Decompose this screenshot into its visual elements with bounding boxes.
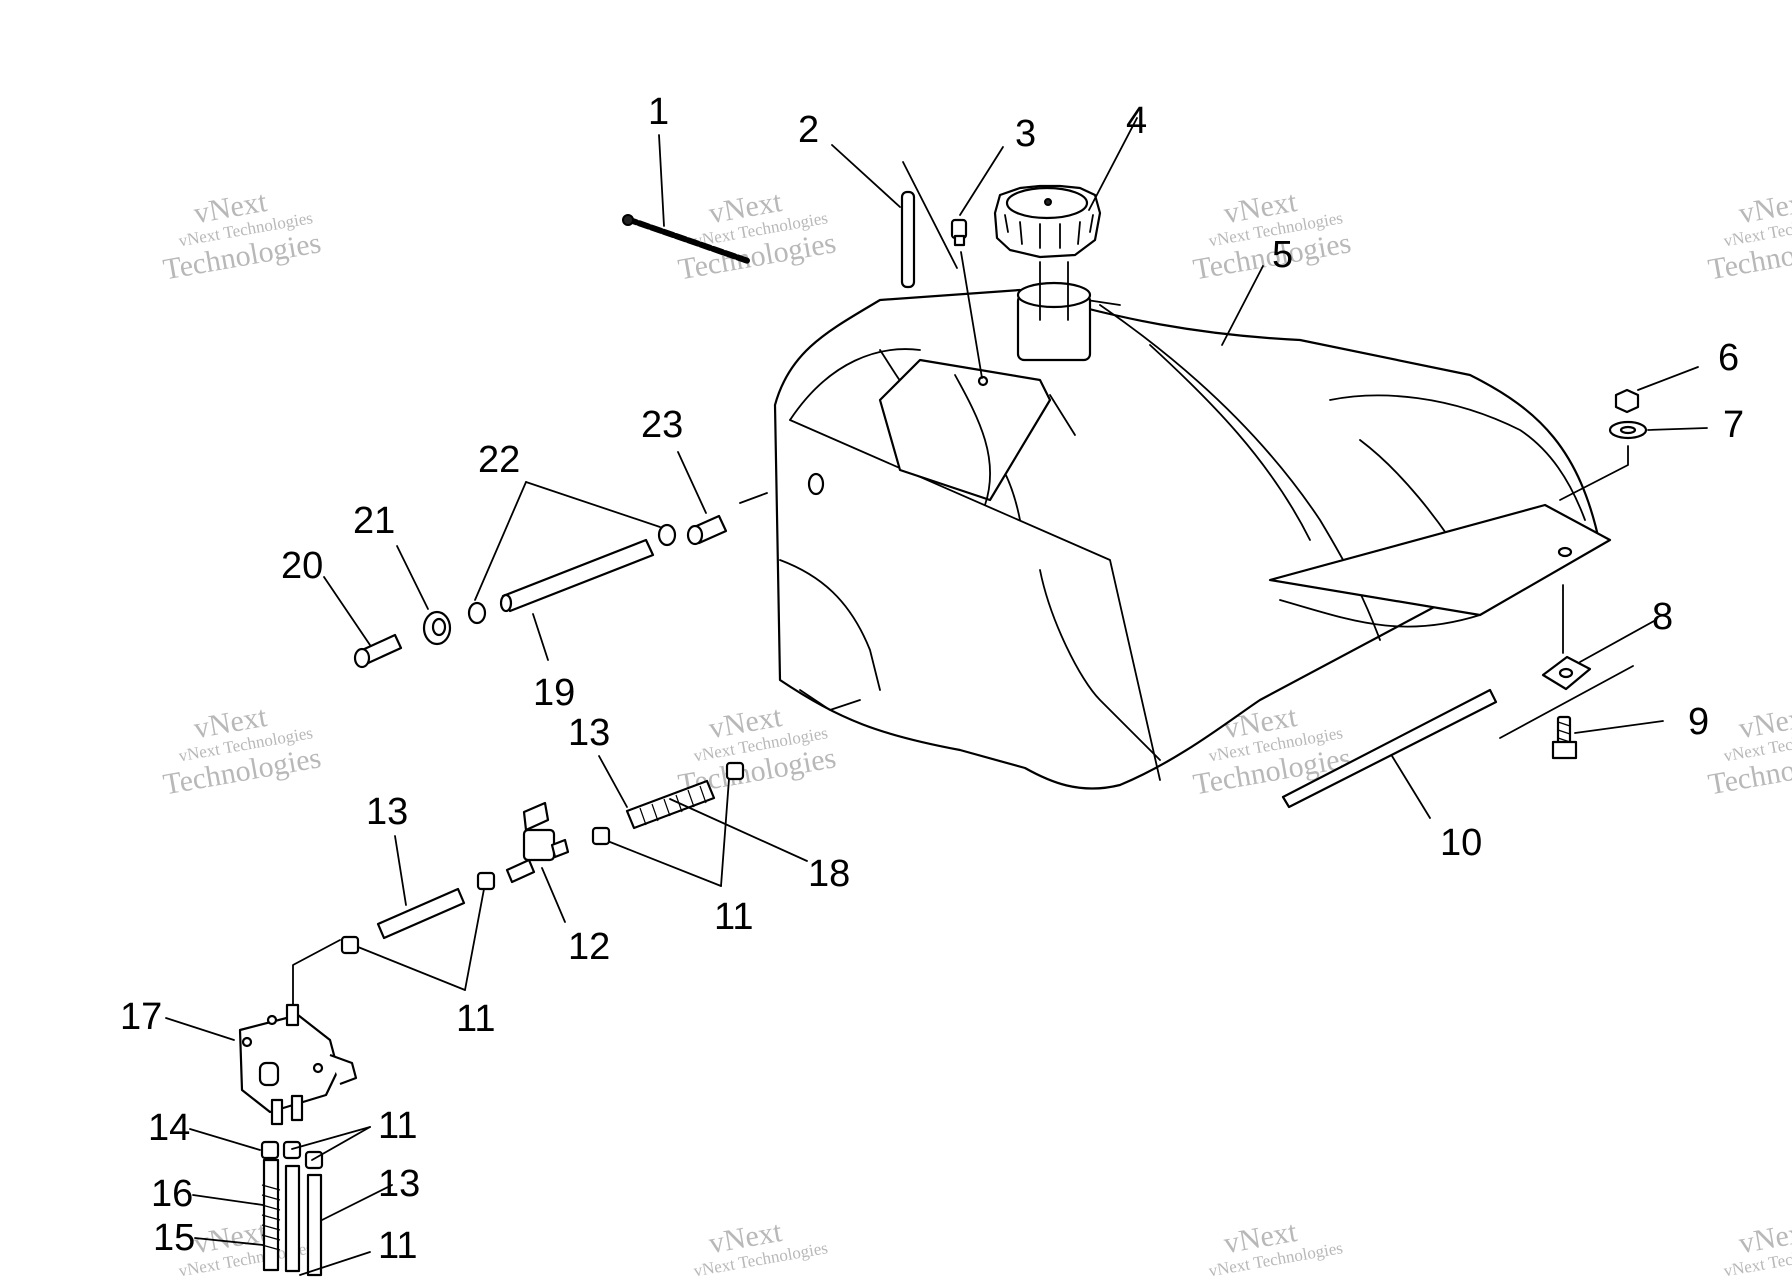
callout-12: 12 <box>568 926 610 968</box>
callout-15: 15 <box>153 1217 195 1259</box>
inlet-fitting <box>353 633 403 669</box>
callout-1: 1 <box>648 91 669 133</box>
callout-19: 19 <box>533 672 575 714</box>
callout-22: 22 <box>478 439 520 481</box>
callout-8: 8 <box>1652 596 1673 638</box>
watermark: vNext vNext Technologies Technologies <box>161 700 324 802</box>
callout-7: 7 <box>1723 404 1744 446</box>
callout-13: 13 <box>378 1163 420 1205</box>
hose-clamp <box>304 1150 324 1170</box>
callout-9: 9 <box>1688 701 1709 743</box>
plate <box>1541 655 1592 691</box>
fuel-hose <box>499 538 655 613</box>
washer <box>1608 420 1648 440</box>
callout-17: 17 <box>120 996 162 1038</box>
pad <box>1281 688 1498 809</box>
callout-11: 11 <box>378 1105 417 1147</box>
grommet <box>422 610 452 646</box>
callout-21: 21 <box>353 500 395 542</box>
callout-labels: 1 2 3 4 5 6 7 8 9 10 11 11 11 11 12 13 1… <box>120 91 1744 1267</box>
vent-fitting <box>950 218 968 247</box>
callout-11: 11 <box>378 1225 417 1267</box>
nut <box>1614 388 1640 414</box>
vent-tube <box>900 190 916 289</box>
hose-clamp <box>591 826 611 846</box>
fuel-cap <box>993 184 1102 362</box>
bolt <box>1551 715 1578 760</box>
hose-clamp <box>657 523 677 547</box>
callout-2: 2 <box>798 109 819 151</box>
callout-11: 11 <box>714 896 753 938</box>
callout-13: 13 <box>366 791 408 833</box>
strap <box>622 214 751 264</box>
fuel-hose <box>376 887 466 940</box>
watermark: vNext vNext Technologies Technologies <box>1706 700 1792 802</box>
leader-lines <box>165 117 1708 1276</box>
callout-5: 5 <box>1272 234 1293 276</box>
callout-13: 13 <box>568 712 610 754</box>
watermarks: vNext vNext Technologies Technologies vN… <box>161 185 1792 1280</box>
callout-14: 14 <box>148 1107 190 1149</box>
callout-16: 16 <box>151 1173 193 1215</box>
watermark: vNext vNext Technologies Technologies <box>161 185 324 287</box>
hose-clamp <box>260 1140 280 1160</box>
hose-clamp <box>725 761 745 781</box>
fuel-tank <box>773 288 1612 790</box>
watermark: vNext vNext Technologies <box>1207 1215 1344 1280</box>
callout-6: 6 <box>1718 337 1739 379</box>
hose-clamp <box>476 871 496 891</box>
watermark: vNext vNext Technologies Technologies <box>1191 185 1354 287</box>
spring-hose <box>625 779 716 830</box>
callout-23: 23 <box>641 404 683 446</box>
watermark: vNext vNext Technologies Technologies <box>676 700 839 802</box>
callout-18: 18 <box>808 853 850 895</box>
watermark: vNext vNext Technologies <box>692 1215 829 1280</box>
fuel-hose <box>284 1164 301 1273</box>
callout-20: 20 <box>281 545 323 587</box>
fuel-pump <box>238 1003 358 1126</box>
callout-11: 11 <box>456 998 495 1040</box>
watermark: vNext vNext Technologies Technologies <box>1706 185 1792 287</box>
outlet-fitting <box>686 514 728 546</box>
watermark: vNext vNext Technologies Technologies <box>676 185 839 287</box>
shutoff-valve <box>505 801 570 884</box>
callout-3: 3 <box>1015 113 1036 155</box>
hose-clamp <box>467 601 487 625</box>
watermark: vNext vNext Technologies <box>1722 1215 1792 1280</box>
spring-hose <box>261 1158 281 1272</box>
fuel-hose <box>306 1173 323 1277</box>
hose-clamp <box>340 935 360 955</box>
hose-clamp <box>282 1140 302 1160</box>
callout-10: 10 <box>1440 822 1482 864</box>
callout-4: 4 <box>1126 100 1147 142</box>
